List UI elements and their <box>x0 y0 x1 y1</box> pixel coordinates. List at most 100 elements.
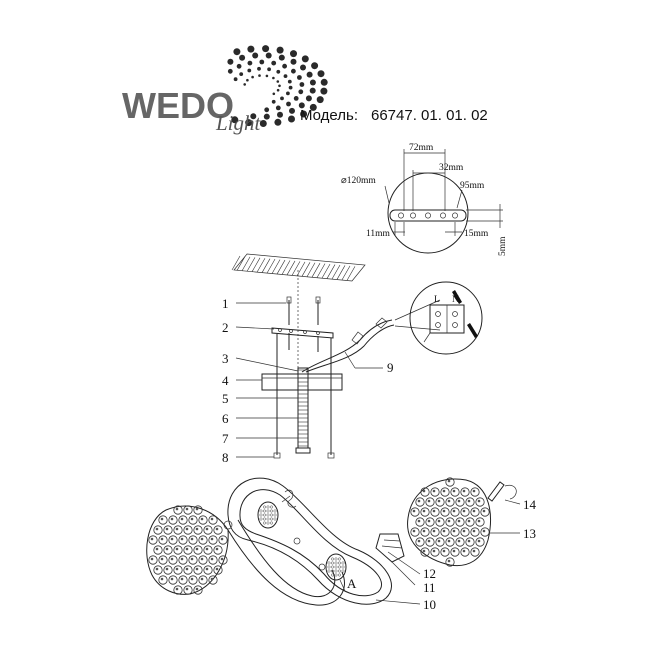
callout-13: 13 <box>523 526 536 541</box>
logo-dot <box>291 68 296 74</box>
bulb <box>257 501 279 529</box>
logo-dot <box>320 78 328 86</box>
wires <box>301 299 441 373</box>
logo-dot <box>245 119 253 127</box>
logo-dot <box>247 45 255 53</box>
dim-32mm: 32mm <box>439 163 464 173</box>
logo-dot <box>288 115 295 123</box>
lamp-holder <box>375 533 405 563</box>
logo-dot <box>276 69 281 74</box>
callout-a: A <box>347 576 357 591</box>
bar-hole <box>440 212 446 219</box>
logo-dot <box>298 89 304 95</box>
logo-dot <box>263 113 270 120</box>
logo-dot <box>286 101 291 107</box>
logo-dot <box>236 63 242 69</box>
logo-dot <box>265 52 272 59</box>
logo-dot <box>300 110 308 118</box>
logo-dot <box>277 111 283 118</box>
logo-dot <box>290 58 297 65</box>
logo-dot <box>278 84 281 88</box>
logo-dot <box>257 66 261 71</box>
logo-dot <box>309 79 316 86</box>
logo-dot <box>276 46 284 54</box>
screws-and-anchors <box>286 296 321 325</box>
logo-dot <box>300 64 306 71</box>
bar-hole <box>425 212 431 219</box>
callout-11: 11 <box>423 580 436 595</box>
logo-dot <box>265 74 269 78</box>
bar-hole <box>410 212 416 219</box>
callout-5: 5 <box>222 391 229 406</box>
logo-dot <box>287 79 292 84</box>
logo-dot <box>227 58 234 65</box>
dim-diameter-120mm: ⌀120mm <box>341 176 376 186</box>
logo-dot <box>264 107 270 113</box>
logo-dot <box>252 52 259 59</box>
model-number: 66747. 01. 01. 02 <box>371 107 488 124</box>
shade-clip <box>487 481 517 502</box>
callout-10: 10 <box>423 597 436 612</box>
logo-dot <box>247 60 253 66</box>
left-glass-shade <box>146 505 229 595</box>
decorative-rod <box>295 367 311 454</box>
logo-dot <box>233 77 238 82</box>
callout-7: 7 <box>222 431 229 446</box>
callout-leaders <box>235 302 521 605</box>
terminal-l-label: L <box>434 295 440 305</box>
logo-dot <box>275 105 281 111</box>
bar-hole <box>398 212 404 219</box>
logo-dot <box>247 68 252 73</box>
logo-dot <box>267 67 271 72</box>
logo-dot <box>258 74 261 77</box>
callout-14: 14 <box>523 497 537 512</box>
dim-95mm: 95mm <box>460 181 485 191</box>
dim-5mm: 5mm <box>498 236 508 256</box>
logo-dot <box>276 80 280 83</box>
logo-dot <box>246 78 249 82</box>
model-label: Модель: <box>300 107 358 124</box>
mounting-bar <box>389 209 467 222</box>
logo-dot <box>271 99 276 104</box>
logo-dot <box>283 74 288 78</box>
logo-dot <box>320 87 328 95</box>
logo-dot <box>289 107 295 114</box>
terminal-block-detail: L N <box>409 281 483 355</box>
logo-dot <box>282 63 287 69</box>
ceiling-surface <box>233 253 366 282</box>
logo-dot <box>317 70 325 78</box>
brand-tagline: Light <box>215 111 262 135</box>
logo-dot <box>299 82 305 87</box>
callout-1: 1 <box>222 296 229 311</box>
logo-dot <box>274 118 282 126</box>
dim-15mm: 15mm <box>464 229 489 239</box>
logo-dot <box>259 120 267 127</box>
logo-dot <box>276 88 280 92</box>
terminal-n-label: N <box>452 295 459 305</box>
logo-dot <box>306 71 313 78</box>
logo-dot <box>278 54 285 61</box>
logo-dot <box>309 87 316 94</box>
logo-dot <box>311 62 319 70</box>
logo-dot <box>293 96 299 101</box>
mounting-bracket <box>271 327 335 459</box>
callout-9: 9 <box>387 360 394 375</box>
callout-8: 8 <box>222 450 229 465</box>
logo-dot <box>286 91 290 96</box>
logo-dot <box>262 45 270 53</box>
logo-dot <box>309 103 317 111</box>
ceiling <box>231 253 366 282</box>
right-glass-shade <box>407 477 491 567</box>
callout-12: 12 <box>423 566 436 581</box>
logo-dot <box>272 76 275 80</box>
logo-dot <box>305 95 312 102</box>
callout-labels: 1 2 3 4 5 6 7 8 9 10 11 12 13 14 A <box>222 296 537 612</box>
light-bulbs <box>257 489 347 581</box>
logo-dot <box>280 96 284 101</box>
bar-hole <box>452 212 458 219</box>
logo-dot <box>297 75 302 80</box>
logo-dot <box>239 72 244 76</box>
model-line: Модель: 66747. 01. 01. 02 <box>300 107 488 124</box>
logo-dot <box>243 83 246 86</box>
brand-logo: WEDO Light <box>122 45 328 135</box>
